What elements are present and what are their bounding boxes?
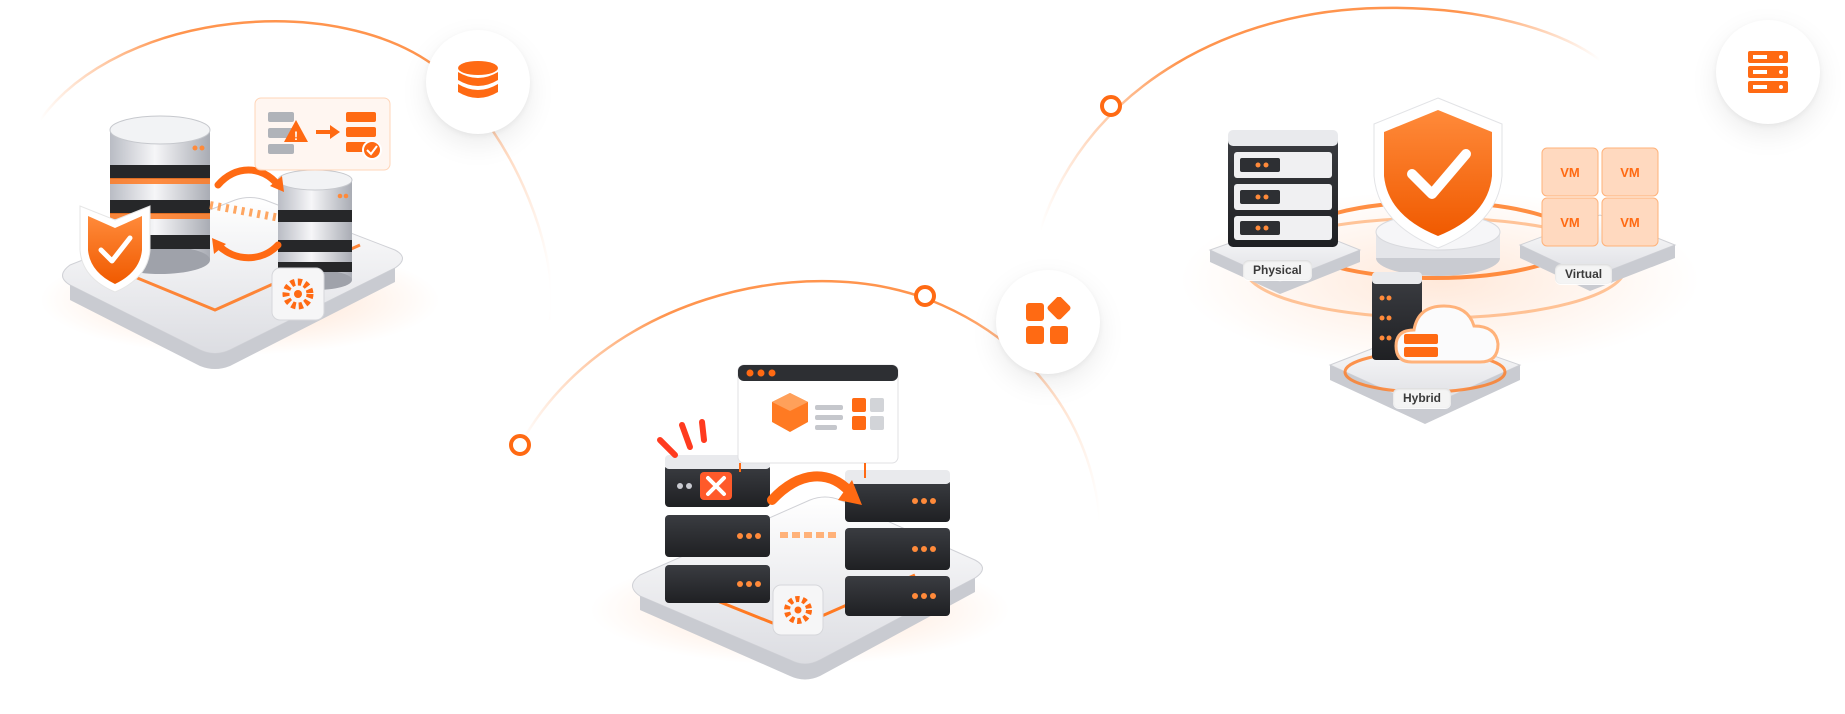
badge-apps: [996, 270, 1100, 374]
vm-cubes: VM VM VM VM: [1541, 147, 1659, 247]
gear-block-scene2: [772, 584, 824, 636]
dashboard-panel: [737, 364, 899, 478]
label-physical: Physical: [1243, 260, 1312, 280]
cloud-icon-scene3: [1394, 304, 1500, 364]
svg-text:!: !: [294, 129, 298, 143]
physical-server: [1228, 130, 1338, 247]
database-icon: [458, 61, 498, 98]
server-rack-icon: [1748, 51, 1788, 93]
scene-hybrid-infrastructure: VM VM VM VM: [1180, 97, 1700, 424]
arc-node: [509, 434, 531, 456]
apps-grid-icon: [1026, 297, 1071, 344]
server-stack-standby: [845, 470, 950, 616]
label-virtual: Virtual: [1555, 264, 1613, 284]
vm-label: VM: [1620, 165, 1640, 180]
gear-block-scene1: [271, 267, 325, 321]
vm-label: VM: [1560, 165, 1580, 180]
scene-server-failover: [590, 364, 1010, 680]
label-hybrid: Hybrid: [1393, 388, 1452, 408]
arc-node: [1100, 95, 1122, 117]
shield-icon-scene3: [1373, 97, 1503, 249]
arc-right: [1038, 6, 1601, 231]
scene-database-replication: !: [40, 97, 440, 369]
badge-server: [1716, 20, 1820, 124]
arc-left: [38, 20, 553, 321]
vm-label: VM: [1620, 215, 1640, 230]
arc-middle: [518, 279, 1102, 521]
alert-card: !: [254, 97, 391, 171]
arc-node: [914, 285, 936, 307]
vm-label: VM: [1560, 215, 1580, 230]
shield-icon-scene1: [79, 205, 151, 293]
badge-database: [426, 30, 530, 134]
server-stack-failed: [665, 455, 770, 603]
